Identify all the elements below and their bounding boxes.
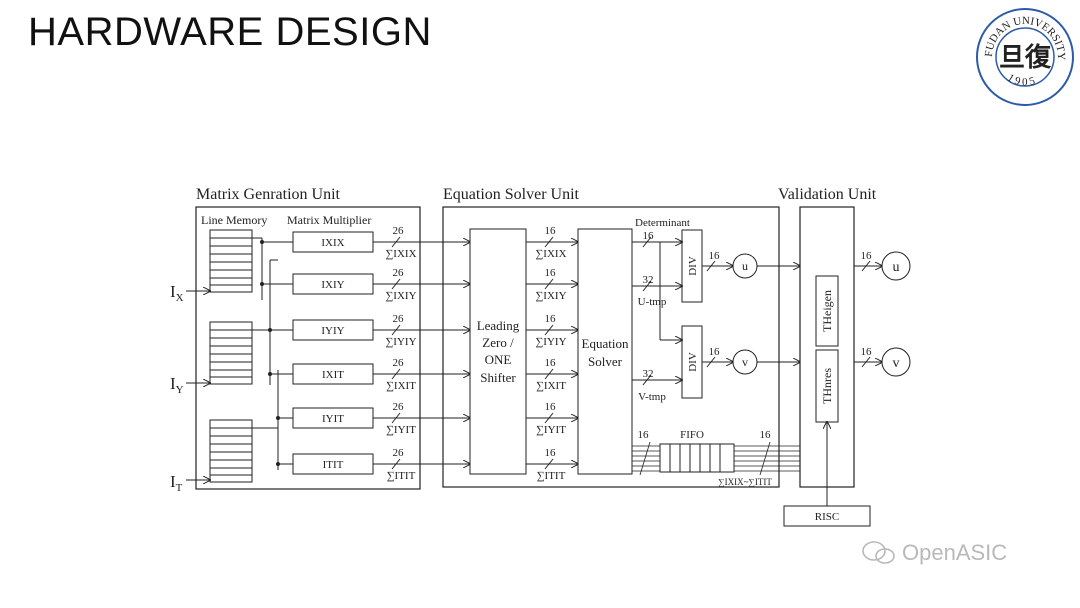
sum-ixit-b: ∑IXIT [536, 380, 566, 392]
matrix-multiplier-label: Matrix Multiplier [287, 213, 371, 227]
svg-text:Zero /: Zero / [482, 335, 514, 350]
sum-itit-b: ∑ITIT [537, 470, 566, 482]
sum-ixix-b: ∑IXIX [535, 248, 566, 260]
line-memory-stack-1 [209, 229, 253, 293]
width-16-d: 16 [545, 357, 557, 369]
fifo-bus [632, 441, 800, 476]
div-label-u: DIV [687, 256, 699, 276]
div-output-wires [702, 260, 800, 368]
sum-iyiy-a: ∑IYIY [385, 336, 416, 348]
logo-glyph: 旦復 [999, 42, 1052, 72]
shifter-block [469, 228, 527, 475]
output-v-label: v [893, 356, 900, 371]
equation-solver-label: Equation Solver [582, 336, 629, 369]
product-ixit: IXIT [322, 369, 344, 381]
width-26-c: 26 [393, 313, 405, 325]
input-ix-label: IX [170, 282, 184, 304]
v-width: 16 [709, 346, 721, 358]
fudan-university-logo: FUDAN UNIVERSITY 1 9 0 5 旦復 [974, 6, 1076, 113]
width-26-d: 26 [393, 357, 405, 369]
svg-text:Leading: Leading [477, 318, 520, 333]
fifo-note: ∑IXIX~∑ITIT [718, 477, 772, 487]
validation-unit-label: Validation Unit [778, 186, 877, 203]
solver-unit-box [442, 206, 780, 488]
shifter-label: Leading Zero / ONE Shifter [477, 318, 520, 385]
width-16-c: 16 [545, 313, 557, 325]
solver-unit-label: Equation Solver Unit [443, 186, 580, 203]
line-memory-label: Line Memory [201, 213, 267, 227]
u-tmp-label: U-tmp [638, 296, 667, 308]
sum-itit-a: ∑ITIT [387, 470, 416, 482]
svg-text:Shifter: Shifter [480, 370, 516, 385]
wechat-icon [862, 541, 895, 564]
product-itit: ITIT [323, 459, 344, 471]
sum-ixix-a: ∑IXIX [385, 248, 416, 260]
product-ixix: IXIX [321, 237, 344, 249]
slide-title: HARDWARE DESIGN [28, 10, 432, 54]
svg-text:ONE: ONE [485, 352, 512, 367]
watermark: OpenASIC [862, 540, 1007, 566]
svg-text:Solver: Solver [588, 354, 623, 369]
width-16-e: 16 [545, 401, 557, 413]
sum-ixiy-b: ∑IXIY [535, 290, 566, 302]
junction-dots [260, 240, 280, 466]
v-tmp-label: V-tmp [638, 391, 666, 403]
width-16-a: 16 [545, 225, 557, 237]
input-wires [186, 237, 293, 480]
out-v-width: 16 [861, 346, 873, 358]
product-iyiy: IYIY [321, 325, 344, 337]
determinant-label: Determinant [635, 217, 690, 229]
out-u-width: 16 [861, 250, 873, 262]
equation-solver-block [577, 228, 633, 475]
sum-ixiy-a: ∑IXIY [385, 290, 416, 302]
input-iy-label: IY [170, 374, 184, 396]
fifo-out-width: 16 [760, 429, 772, 441]
sum-ixit-a: ∑IXIT [386, 380, 416, 392]
shifter-output-wires [526, 236, 578, 470]
sum-iyit-a: ∑IYIT [386, 424, 416, 436]
output-u-node [881, 251, 911, 281]
theigen-block [815, 275, 839, 347]
svg-text:Equation: Equation [582, 336, 629, 351]
width-26-a: 26 [393, 225, 405, 237]
v-tmp-width: 32 [643, 368, 654, 380]
width-16-b: 16 [545, 267, 557, 279]
u-tmp-width: 32 [643, 274, 654, 286]
thnres-label: THnres [820, 368, 834, 404]
velocity-u-node [732, 253, 758, 279]
mult-output-wires [373, 236, 470, 470]
fifo-label: FIFO [680, 429, 704, 441]
fifo-block [659, 443, 735, 473]
width-16-f: 16 [545, 447, 557, 459]
input-it-label: IT [170, 472, 183, 494]
matrix-unit-box [195, 206, 421, 490]
output-v-node [881, 347, 911, 377]
velocity-u-label: u [742, 259, 748, 273]
product-iyit: IYIT [322, 413, 344, 425]
product-ixiy: IXIY [321, 279, 344, 291]
output-u-label: u [893, 260, 900, 275]
fifo-in-width: 16 [638, 429, 650, 441]
sum-iyit-b: ∑IYIT [536, 424, 566, 436]
matrix-unit-label: Matrix Genration Unit [196, 186, 341, 203]
width-26-e: 26 [393, 401, 405, 413]
width-26-f: 26 [393, 447, 405, 459]
final-output-wires [854, 260, 882, 368]
div-label-v: DIV [687, 352, 699, 372]
u-width: 16 [709, 250, 721, 262]
watermark-text: OpenASIC [902, 540, 1008, 565]
multiplier-boxes [292, 231, 374, 475]
theigen-label: THeigen [820, 290, 834, 332]
width-26-b: 26 [393, 267, 405, 279]
solver-to-div-wires [632, 236, 682, 386]
line-memory-stack-3 [209, 419, 253, 483]
line-memory-stack-2 [209, 321, 253, 385]
velocity-v-node [732, 349, 758, 375]
velocity-v-label: v [742, 355, 748, 369]
sum-iyiy-b: ∑IYIY [535, 336, 566, 348]
det-width: 16 [643, 230, 655, 242]
risc-label: RISC [815, 511, 839, 523]
